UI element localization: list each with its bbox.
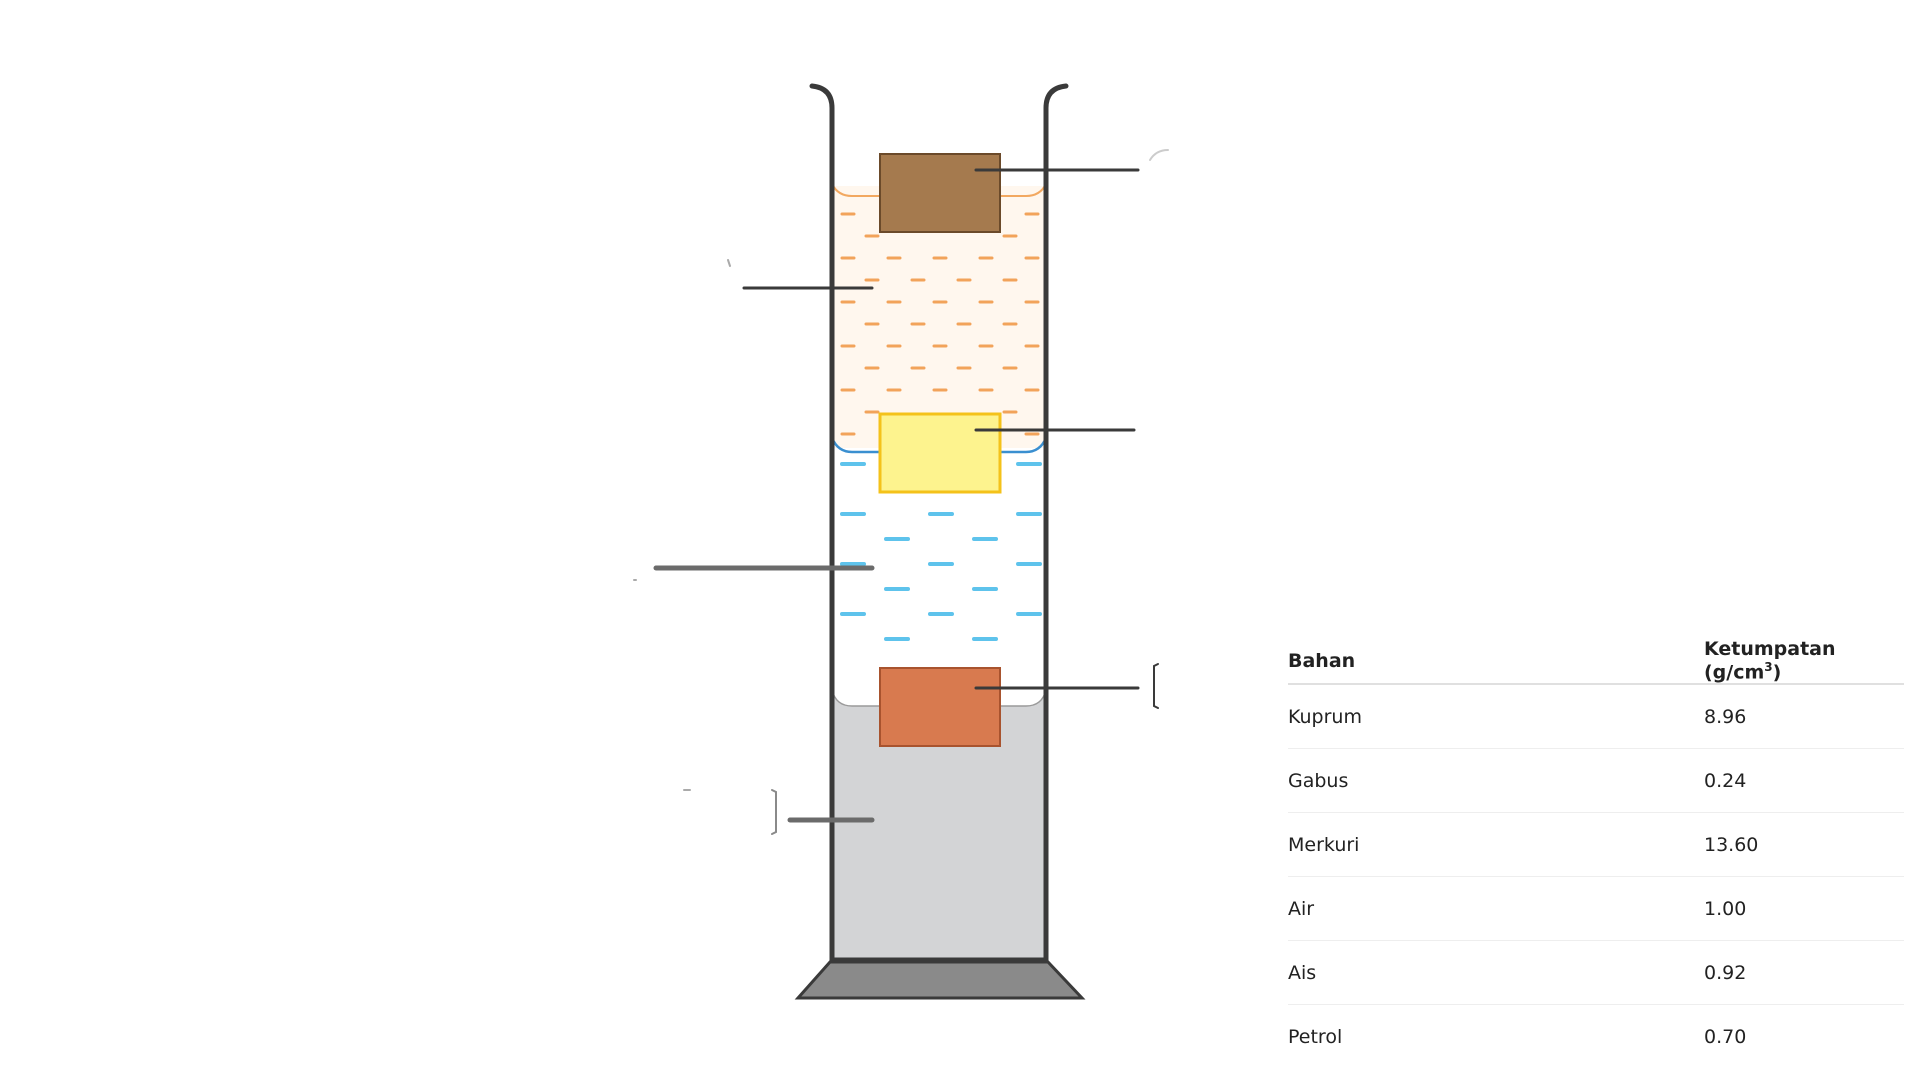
label-pointer-lines — [633, 149, 1169, 835]
density-cell: 8.96 — [1704, 684, 1904, 750]
table-row: Kuprum 8.96 — [1288, 684, 1904, 750]
cork-block — [879, 153, 1001, 233]
header-material: Bahan — [1288, 638, 1704, 686]
header-density: Ketumpatan (g/cm3) — [1704, 638, 1904, 686]
material-cell: Merkuri — [1288, 812, 1704, 878]
density-cell: 0.92 — [1704, 940, 1904, 1006]
ice-block — [878, 412, 1002, 494]
material-cell: Ais — [1288, 940, 1704, 1006]
cylinder-walls — [809, 83, 1069, 963]
density-cell: 13.60 — [1704, 812, 1904, 878]
material-cell: Air — [1288, 876, 1704, 942]
copper-block — [879, 667, 1001, 747]
material-cell: Gabus — [1288, 748, 1704, 814]
material-cell: Petrol — [1288, 1025, 1343, 1048]
table-row: Ais 0.92 — [1288, 940, 1904, 1006]
table-row: Merkuri 13.60 — [1288, 812, 1904, 878]
density-cell: 0.24 — [1704, 748, 1904, 814]
density-cell: 0.70 — [1704, 1025, 1747, 1048]
table-header-row: Bahan Ketumpatan (g/cm3) — [1288, 638, 1904, 686]
material-cell: Kuprum — [1288, 684, 1704, 750]
table-row: Air 1.00 — [1288, 876, 1904, 942]
table-row: Petrol 0.70 — [1288, 1005, 1904, 1069]
density-cell: 1.00 — [1704, 876, 1904, 942]
cylinder-base — [794, 960, 1086, 1000]
density-table: Bahan Ketumpatan (g/cm3) Kuprum 8.96 Gab… — [1288, 638, 1904, 1068]
table-row: Gabus 0.24 — [1288, 748, 1904, 814]
